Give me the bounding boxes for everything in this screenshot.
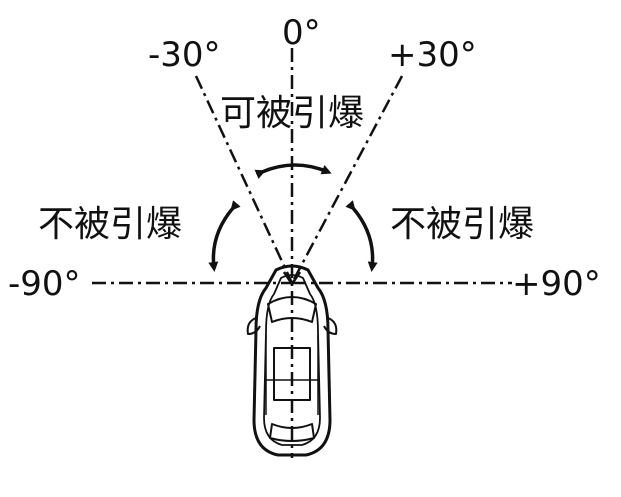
zone-label-left: 不被引爆 xyxy=(38,204,182,245)
curved-double-arrow-icon xyxy=(254,163,332,179)
angle-label-minus-30: -30° xyxy=(148,35,221,75)
line-plus-30-degree xyxy=(290,75,404,284)
curved-double-arrow-icon xyxy=(208,200,241,272)
angle-label-plus-30: +30° xyxy=(388,35,477,75)
zone-labels: 可被引爆 不被引爆 不被引爆 xyxy=(38,93,534,245)
angle-lines xyxy=(92,48,512,458)
curved-double-arrow-icon xyxy=(345,200,378,272)
zone-label-center: 可被引爆 xyxy=(220,93,364,134)
angle-label-0: 0° xyxy=(282,13,321,53)
zone-label-right: 不被引爆 xyxy=(390,204,534,245)
angle-labels: 0° -30° +30° -90° +90° xyxy=(8,13,601,304)
car-top-view-icon xyxy=(246,264,338,457)
angle-label-plus-90: +90° xyxy=(512,264,601,304)
line-minus-30-degree xyxy=(194,75,294,284)
angle-label-minus-90: -90° xyxy=(8,264,81,304)
curved-arrows xyxy=(208,163,378,272)
